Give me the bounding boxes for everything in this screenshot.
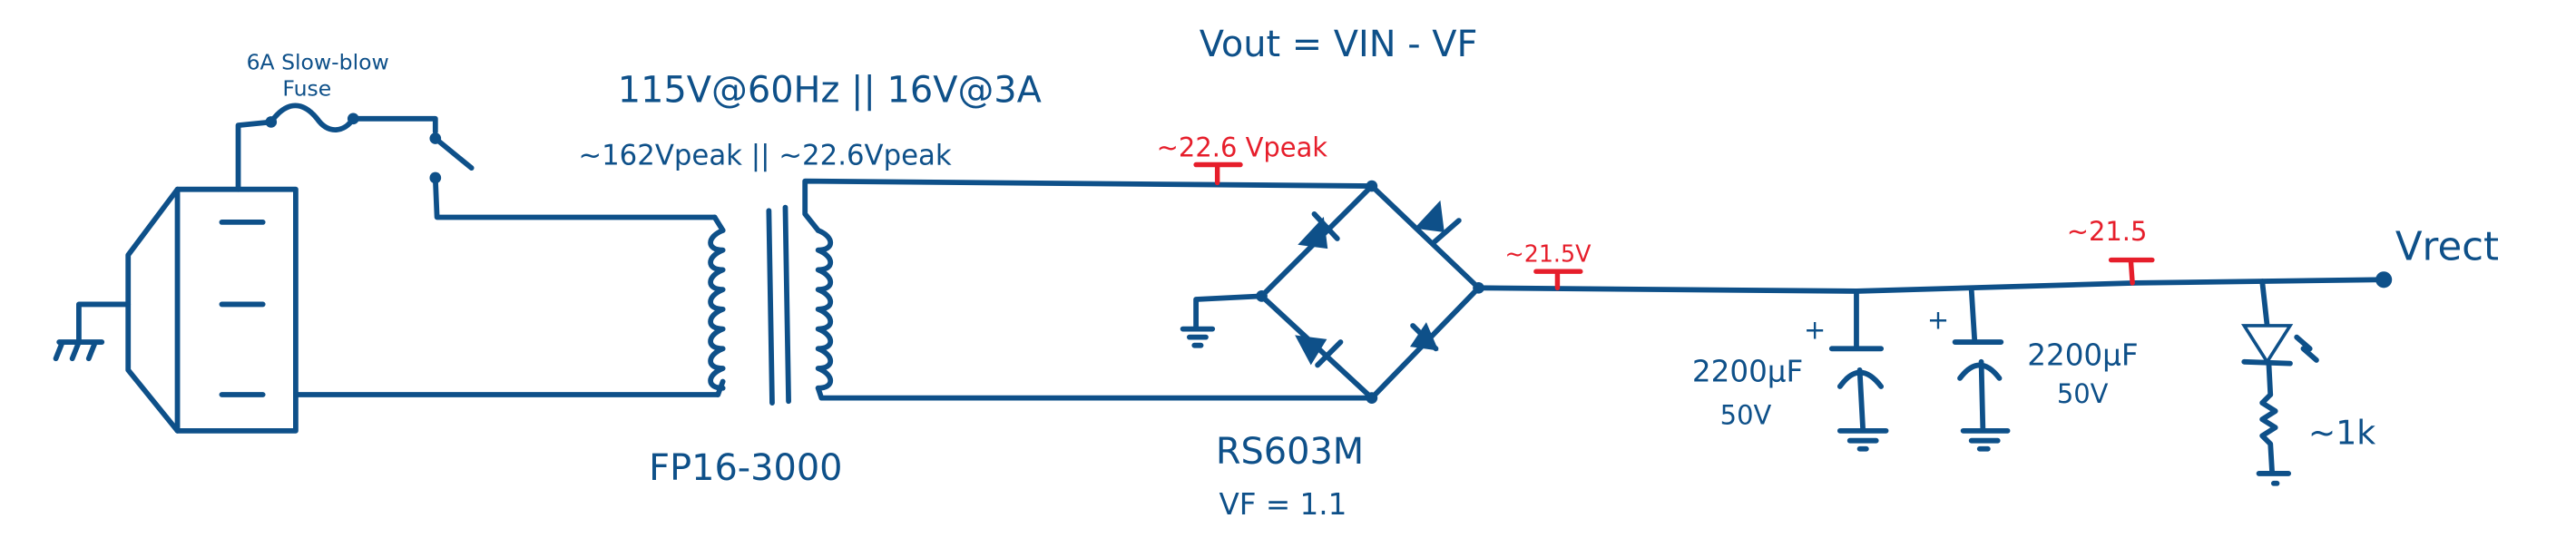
bridge-rectifier: RS603M VF = 1.1 — [1180, 180, 1484, 522]
svg-text:50V: 50V — [2057, 378, 2109, 409]
led-icon — [2240, 324, 2319, 367]
diode-icon — [1410, 322, 1439, 352]
ac-inlet — [125, 186, 299, 434]
probe-bridge-input: ~22.6 Vpeak — [1157, 132, 1328, 186]
svg-text:2200µF: 2200µF — [1692, 355, 1803, 389]
capacitor-2: + 2200µF 50V — [1927, 287, 2139, 452]
bridge-vf: VF = 1.1 — [1219, 487, 1347, 522]
svg-text:2200µF: 2200µF — [2027, 337, 2138, 372]
fuse-label-line1: 6A Slow-blow — [247, 50, 389, 75]
resistor-value: ~1k — [2308, 413, 2375, 452]
diode-icon — [1414, 200, 1462, 247]
fuse-label-line2: Fuse — [282, 75, 331, 101]
diode-icon — [1298, 210, 1340, 249]
output-rail — [1475, 277, 2385, 294]
diode-icon — [1295, 335, 1344, 368]
output-terminal — [2375, 271, 2393, 289]
power-switch — [429, 132, 718, 220]
capacitor-1: + 2200µF 50V — [1692, 289, 1889, 452]
transformer-peak: ~162Vpeak || ~22.6Vpeak — [578, 140, 952, 172]
svg-text:50V: 50V — [1720, 400, 1772, 431]
ground-icon — [1180, 326, 1216, 348]
svg-text:~21.5V: ~21.5V — [1504, 240, 1592, 267]
led-indicator: ~1k — [2240, 279, 2375, 486]
fuse: 6A Slow-blow Fuse — [235, 50, 438, 192]
probe-rail: ~21.5 — [2067, 216, 2155, 286]
svg-text:+: + — [1927, 305, 1949, 336]
chassis-ground-icon — [53, 301, 132, 362]
transformer-rating: 115V@60Hz || 16V@3A — [618, 70, 1042, 112]
resistor-icon — [2259, 392, 2278, 475]
output-label: Vrect — [2395, 225, 2499, 270]
svg-text:~21.5: ~21.5 — [2067, 216, 2148, 247]
transformer-part: FP16-3000 — [649, 447, 842, 489]
bridge-part: RS603M — [1216, 431, 1364, 473]
transformer: 115V@60Hz || 16V@3A ~162Vpeak || ~22.6Vp… — [578, 70, 1375, 489]
probe-bridge-output: ~21.5V — [1504, 240, 1592, 291]
svg-text:~22.6 Vpeak: ~22.6 Vpeak — [1157, 132, 1328, 162]
formula: Vout = VIN - VF — [1200, 24, 1478, 65]
svg-text:+: + — [1804, 314, 1826, 345]
